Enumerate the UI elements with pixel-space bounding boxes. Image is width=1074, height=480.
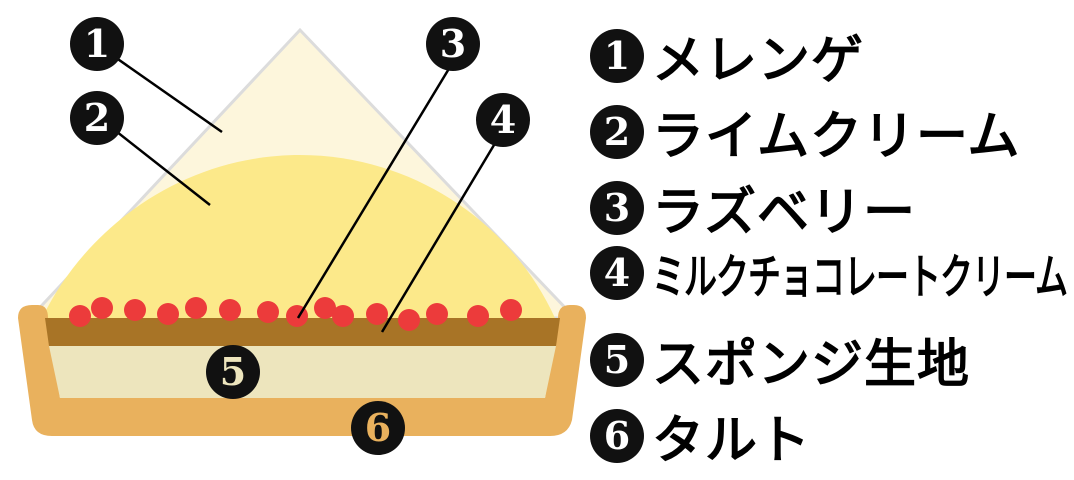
badge-5: 5 [206,345,260,399]
legend-badge: 3 [590,180,644,235]
lime-cream-layer [42,155,555,318]
legend-item-meringue: 1 メレンゲ [590,18,864,93]
raspberry [366,303,388,325]
leader-line-1 [111,53,223,134]
leader-line-3 [296,61,455,319]
raspberry [157,303,179,325]
raspberry [257,301,279,323]
badge-4: 4 [476,93,530,147]
leader-line-4 [380,134,502,333]
badge-circle [206,345,260,399]
badge-6: 6 [351,401,405,455]
legend-label: ライムクリーム [652,106,1021,167]
tart-shell [18,305,586,436]
badge-circle [351,401,405,455]
badge-number: 2 [84,95,110,140]
legend-badge: 6 [590,408,644,463]
raspberry [124,299,146,321]
raspberry [314,297,336,319]
legend-item-lime-cream: 2 ライムクリーム [590,94,1020,169]
badge-circle [70,91,124,145]
raspberries [69,297,522,331]
legend-label: タルト [652,410,812,471]
badge-number: 1 [84,21,110,66]
chocolate-cream-layer [45,318,560,346]
legend-label: スポンジ生地 [652,334,971,395]
raspberry [500,299,522,321]
legend-label: ラズベリー [652,182,916,243]
raspberry [426,303,448,325]
raspberry [185,297,207,319]
raspberry [332,305,354,327]
legend-badge: 5 [590,332,644,387]
legend-label: メレンゲ [652,30,865,91]
legend-item-tart: 6 タルト [590,398,811,473]
badge-circle [70,17,124,71]
raspberry [69,305,91,327]
legend-badge: 4 [590,246,644,300]
raspberry [91,297,113,319]
badge-1: 1 [70,17,124,71]
badge-circle [476,93,530,147]
legend-label: ミルクチョコレートクリーム [652,248,1068,305]
legend-badge: 2 [590,104,644,159]
badge-number: 5 [220,349,246,394]
badge-2: 2 [70,91,124,145]
leader-lines [111,53,502,333]
raspberry [398,309,420,331]
badge-3: 3 [426,17,480,71]
badge-number: 4 [490,97,516,142]
legend-item-sponge: 5 スポンジ生地 [590,322,970,397]
badge-circle [426,17,480,71]
raspberry [467,305,489,327]
raspberry [219,299,241,321]
legend-item-raspberry: 3 ラズベリー [590,170,916,245]
legend-item-chocolate-cream: 4 ミルクチョコレートクリーム [590,246,1068,305]
badge-number: 3 [440,21,466,66]
sponge-layer [49,346,556,398]
leader-line-2 [111,127,211,206]
badge-number: 6 [365,405,391,450]
legend-badge: 1 [590,28,644,83]
